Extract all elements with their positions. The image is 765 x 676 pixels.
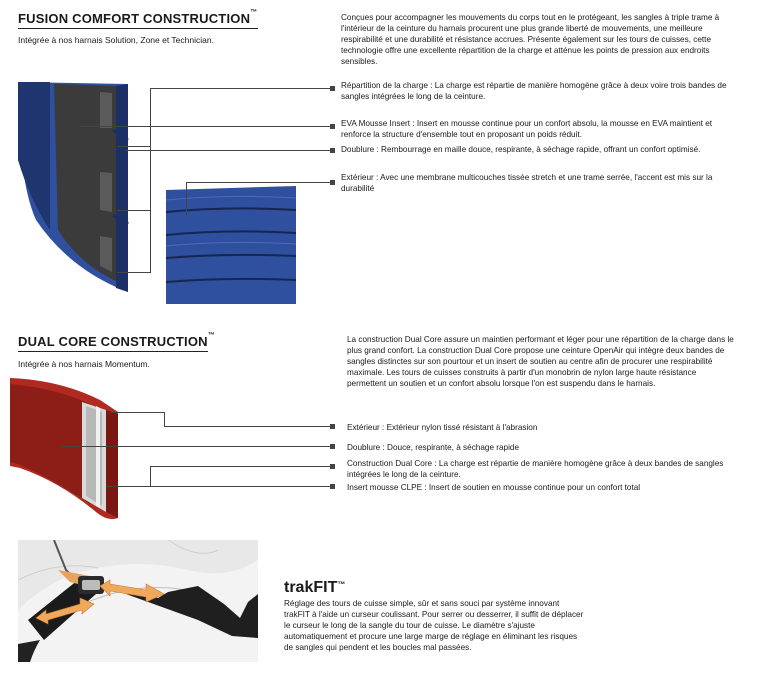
fusion-callout-line-3 bbox=[125, 150, 332, 151]
dual-callout-line-3 bbox=[150, 466, 332, 467]
fusion-callout-tick-bottom bbox=[117, 272, 151, 273]
fusion-callout-vline bbox=[150, 88, 151, 273]
dual-callout-line-1 bbox=[164, 426, 332, 427]
fusion-title-underline bbox=[18, 28, 258, 29]
dual-subtitle: Intégrée à nos harnais Momentum. bbox=[18, 359, 150, 369]
dual-callout-line-4 bbox=[106, 486, 332, 487]
fusion-callout-marker-1 bbox=[330, 86, 335, 91]
fusion-note-lining: Doublure : Rembourrage en maille douce, … bbox=[341, 145, 701, 154]
fusion-belt-illustration bbox=[18, 82, 297, 304]
fusion-callout-vline-4 bbox=[186, 182, 187, 217]
trakfit-illustration bbox=[18, 540, 258, 662]
fusion-paragraph: Conçues pour accompagner les mouvements … bbox=[341, 13, 720, 66]
dual-title-underline bbox=[18, 351, 208, 352]
fusion-note-eva: EVA Mousse Insert : Insert en mousse con… bbox=[341, 119, 713, 139]
fusion-callout-marker-2 bbox=[330, 124, 335, 129]
fusion-note-load: Répartition de la charge : La charge est… bbox=[341, 81, 727, 101]
trakfit-title-text: trakFIT bbox=[284, 579, 338, 596]
dual-callout-marker-3 bbox=[330, 464, 335, 469]
trakfit-title: trakFIT™ bbox=[284, 579, 345, 597]
fusion-tm: ™ bbox=[250, 9, 258, 16]
dual-callout-vline-1 bbox=[164, 412, 165, 426]
fusion-callout-marker-3 bbox=[330, 148, 335, 153]
dual-callout-marker-1 bbox=[330, 424, 335, 429]
fusion-callout-tick-mid bbox=[117, 210, 151, 211]
dual-callout-vline-3 bbox=[150, 466, 151, 486]
dual-paragraph: La construction Dual Core assure un main… bbox=[347, 335, 734, 388]
fusion-callout-line-1 bbox=[150, 88, 332, 89]
dual-belt-illustration bbox=[10, 378, 118, 520]
dual-title-text: DUAL CORE CONSTRUCTION bbox=[18, 334, 208, 349]
fusion-title: FUSION COMFORT CONSTRUCTION™ bbox=[18, 9, 258, 26]
fusion-callout-tick-top bbox=[117, 146, 151, 147]
fusion-title-text: FUSION COMFORT CONSTRUCTION bbox=[18, 11, 251, 26]
dual-title: DUAL CORE CONSTRUCTION™ bbox=[18, 332, 215, 349]
dual-note-lining: Doublure : Douce, respirante, à séchage … bbox=[347, 443, 520, 452]
dual-note-dualcore: Construction Dual Core : La charge est r… bbox=[347, 459, 724, 479]
dual-tm: ™ bbox=[207, 332, 215, 339]
fusion-callout-marker-4 bbox=[330, 180, 335, 185]
fusion-callout-line-2 bbox=[80, 126, 332, 127]
trakfit-paragraph: Réglage des tours de cuisse simple, sûr … bbox=[284, 599, 584, 652]
dual-callout-tick-1 bbox=[110, 412, 165, 413]
dual-callout-marker-4 bbox=[330, 484, 335, 489]
dual-callout-marker-2 bbox=[330, 444, 335, 449]
fusion-subtitle: Intégrée à nos harnais Solution, Zone et… bbox=[18, 35, 214, 45]
dual-note-exterior: Extérieur : Extérieur nylon tissé résist… bbox=[347, 423, 538, 432]
trakfit-tm: ™ bbox=[337, 580, 346, 589]
dual-callout-line-2 bbox=[60, 446, 332, 447]
dual-note-insert: Insert mousse CLPE : Insert de soutien e… bbox=[347, 483, 641, 492]
fusion-callout-line-4 bbox=[186, 182, 332, 183]
fusion-note-exterior: Extérieur : Avec une membrane multicouch… bbox=[341, 173, 713, 193]
